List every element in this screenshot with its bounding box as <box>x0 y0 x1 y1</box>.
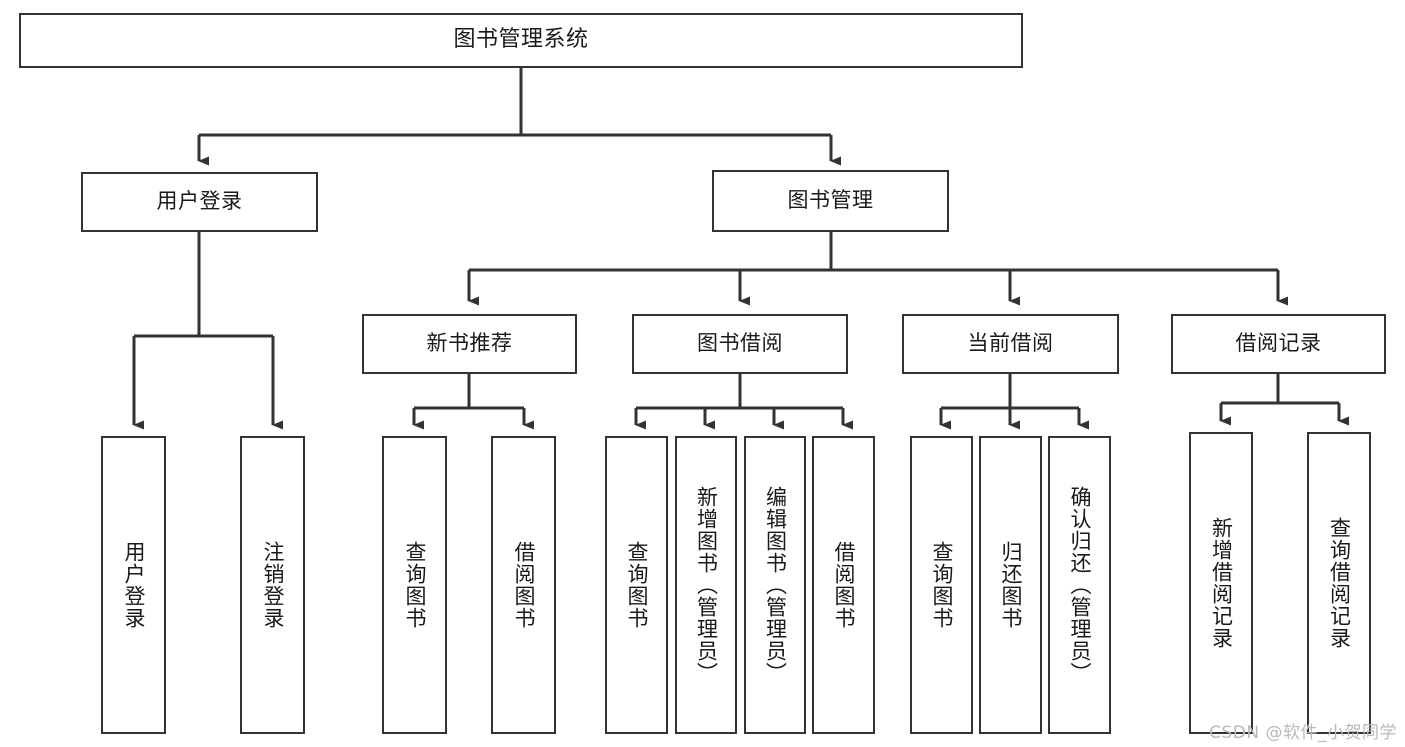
leaf-borrow-book-recommendation[interactable]: 借阅图书 <box>491 436 556 734</box>
leaf-add-borrowing-record[interactable]: 新增借阅记录 <box>1189 432 1253 734</box>
node-book-management[interactable]: 图书管理 <box>712 170 949 232</box>
leaf-borrow-book[interactable]: 借阅图书 <box>812 436 875 734</box>
node-user-login[interactable]: 用户登录 <box>81 172 318 232</box>
csdn-watermark: CSDN @软件_小贺同学 <box>1209 723 1397 743</box>
node-book-borrowing[interactable]: 图书借阅 <box>632 314 848 374</box>
leaf-query-borrowing-record[interactable]: 查询借阅记录 <box>1307 432 1371 734</box>
leaf-return-book[interactable]: 归还图书 <box>979 436 1042 734</box>
leaf-query-book-recommendation[interactable]: 查询图书 <box>382 436 447 734</box>
leaf-query-book-borrowing[interactable]: 查询图书 <box>605 436 668 734</box>
node-borrowing-record[interactable]: 借阅记录 <box>1171 314 1386 374</box>
leaf-add-book-admin[interactable]: 新增图书（管理员） <box>675 436 737 734</box>
node-new-book-recommendation[interactable]: 新书推荐 <box>362 314 577 374</box>
node-current-borrowing[interactable]: 当前借阅 <box>902 314 1119 374</box>
leaf-query-book-current[interactable]: 查询图书 <box>910 436 973 734</box>
leaf-user-login[interactable]: 用户登录 <box>101 436 166 734</box>
leaf-edit-book-admin[interactable]: 编辑图书（管理员） <box>744 436 806 734</box>
leaf-logout-login[interactable]: 注销登录 <box>240 436 305 734</box>
leaf-confirm-return-admin[interactable]: 确认归还（管理员） <box>1048 436 1111 734</box>
node-root-book-management-system[interactable]: 图书管理系统 <box>19 13 1023 68</box>
